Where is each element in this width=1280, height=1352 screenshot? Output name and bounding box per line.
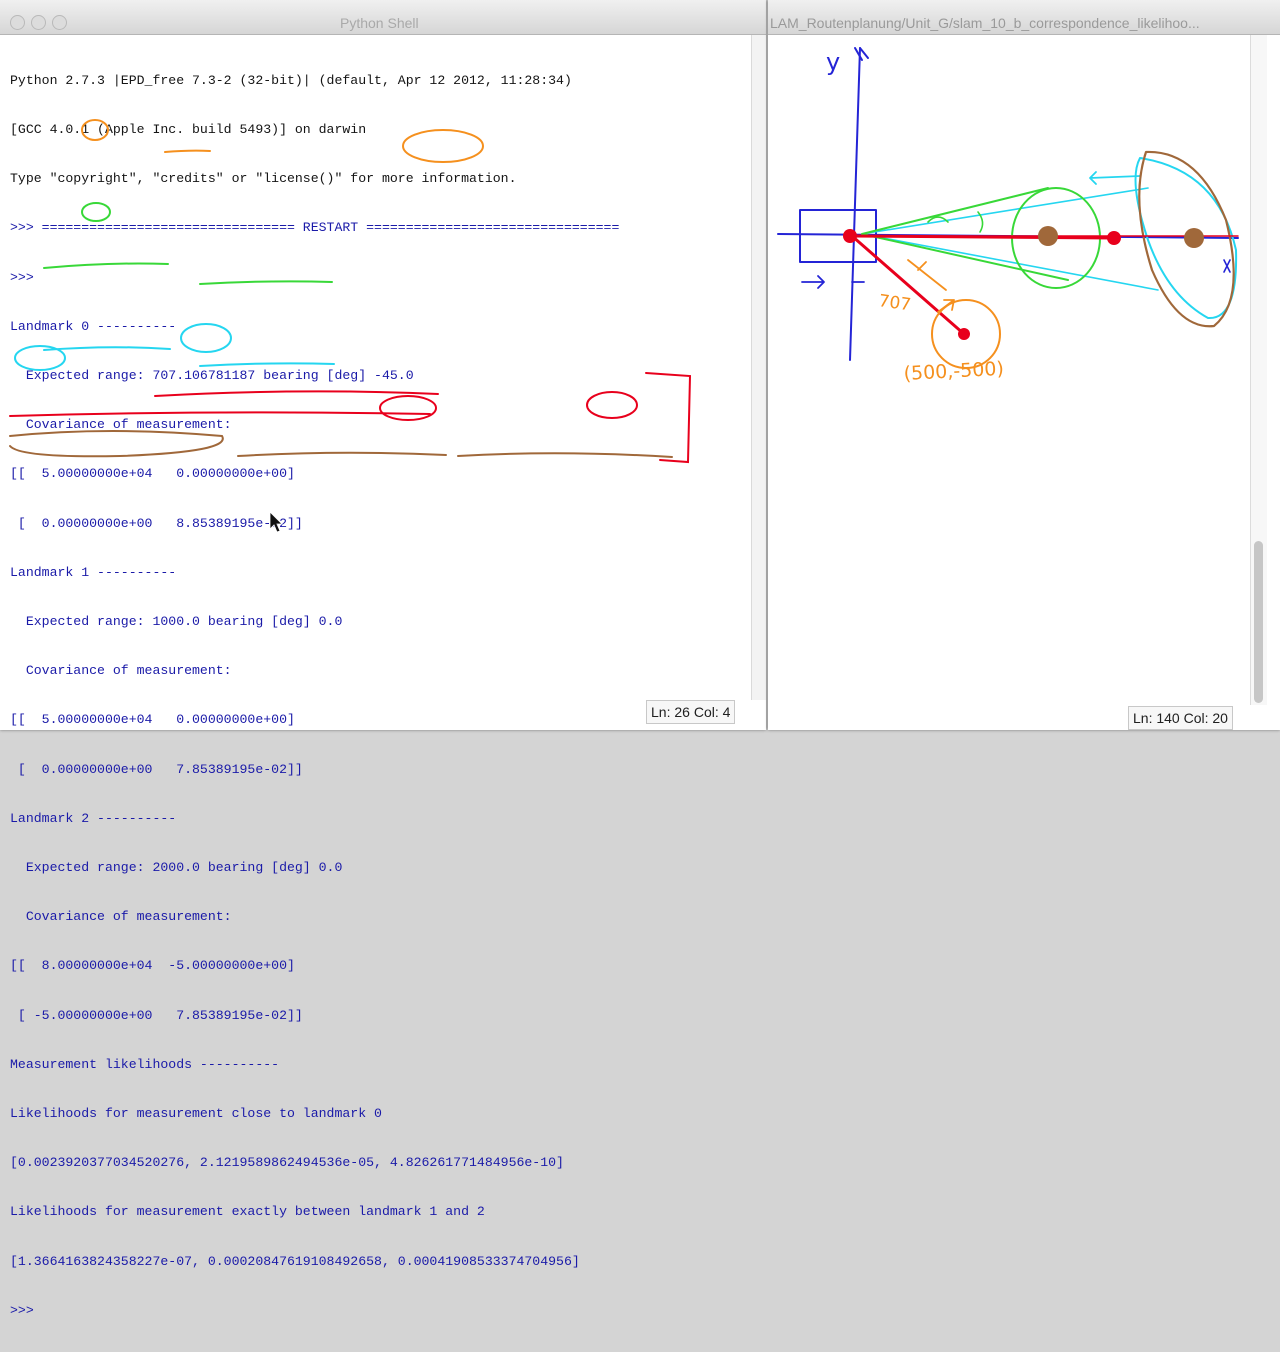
annotation-circle (402, 129, 484, 163)
annotation-underline (43, 262, 169, 269)
annotation-circle (81, 202, 111, 222)
annotation-circle (81, 119, 109, 141)
status-bar: Ln: 26 Col: 4 (646, 700, 736, 724)
console-line: Type "copyright", "credits" or "license(… (10, 171, 517, 187)
console-line: Expected range: 707.106781187 bearing [d… (10, 368, 414, 384)
zoom-button[interactable] (52, 15, 67, 30)
landmark-dot (958, 328, 970, 340)
cone-lines-green (861, 187, 1069, 281)
minimize-button[interactable] (31, 15, 46, 30)
arrow-icon (937, 299, 955, 313)
python-shell-window: Python Shell Python 2.7.3 |EPD_free 7.3-… (0, 0, 766, 1318)
console-line: Landmark 0 ---------- (10, 318, 177, 334)
console-line: >>> (10, 269, 42, 285)
range-label: 707 (877, 291, 912, 315)
annotation-underline (237, 451, 447, 457)
annotation-underline (9, 411, 431, 417)
annotation-underline (43, 346, 171, 351)
prompt-line: >>> (10, 1302, 42, 1318)
annotation-circle (180, 323, 232, 353)
annotation-circle (379, 395, 437, 421)
console-line: [ -5.00000000e+00 7.85389195e-02]] (10, 1007, 303, 1023)
column-number: Col: 20 (1183, 710, 1228, 726)
title-bar: LAM_Routenplanung/Unit_G/slam_10_b_corre… (768, 0, 1280, 35)
console-line: [GCC 4.0.1 (Apple Inc. build 5493)] on d… (10, 122, 367, 138)
console-line: Likelihoods for measurement exactly betw… (10, 1204, 485, 1220)
window-title: LAM_Routenplanung/Unit_G/slam_10_b_corre… (770, 15, 1200, 31)
annotation-underline (154, 390, 439, 397)
line-number: Ln: 140 (1133, 710, 1180, 726)
pen-annotations-left (9, 119, 692, 533)
point-label: (500,-500) (903, 358, 1004, 385)
distance-marker (907, 259, 947, 291)
annotation-underline (164, 149, 211, 153)
y-axis-label: y (826, 48, 840, 76)
hand-sketch: y 707 (500,-500) (777, 47, 1239, 385)
console-line: Covariance of measurement: (10, 663, 232, 679)
close-button[interactable] (10, 15, 25, 30)
console-line: Measurement likelihoods ---------- (10, 1056, 280, 1072)
console-line: [[ 8.00000000e+04 -5.00000000e+00] (10, 958, 295, 974)
console-line: [[ 5.00000000e+04 0.00000000e+00] (10, 712, 295, 728)
annotation-underline (199, 362, 335, 367)
robot-position-dot (843, 229, 857, 243)
console-line: Expected range: 2000.0 bearing [deg] 0.0 (10, 860, 343, 876)
diagonal-line-red (850, 234, 966, 336)
shell-scrollbar[interactable] (751, 35, 766, 700)
console-line: Expected range: 1000.0 bearing [deg] 0.0 (10, 614, 343, 630)
editor-scrollbar[interactable] (1250, 35, 1267, 705)
mouse-cursor-icon (269, 511, 283, 533)
uncertainty-circle-orange (931, 299, 1001, 369)
landmark-dot (1038, 226, 1058, 246)
annotation-bracket (645, 372, 692, 464)
annotation-circle (9, 430, 224, 458)
annotation-underline (199, 280, 333, 285)
width-marker (801, 275, 865, 289)
uncertainty-ellipse-brown (1138, 150, 1235, 328)
scrollbar-thumb[interactable] (1254, 541, 1263, 703)
cross-mark-icon (1223, 259, 1231, 273)
console-line: Python 2.7.3 |EPD_free 7.3-2 (32-bit)| (… (10, 72, 572, 88)
line-number: Ln: 26 (651, 704, 690, 720)
console-line: [ 0.00000000e+00 7.85389195e-02]] (10, 761, 303, 777)
console-line: Landmark 2 ---------- (10, 810, 177, 826)
editor-window: LAM_Routenplanung/Unit_G/slam_10_b_corre… (768, 0, 1280, 730)
console-line: Landmark 1 ---------- (10, 564, 177, 580)
console-line: [[ 5.00000000e+04 0.00000000e+00] (10, 466, 295, 482)
console-line: [0.0023920377034520276, 2.12195898624945… (10, 1155, 564, 1171)
arrow-icon (1089, 171, 1141, 185)
annotation-circle (586, 391, 638, 419)
window-title: Python Shell (340, 15, 419, 31)
annotation-underline (457, 452, 673, 458)
console-line: Covariance of measurement: (10, 417, 232, 433)
angle-arc (927, 211, 984, 233)
annotation-circle (14, 345, 66, 371)
console-line: >>> ================================ RES… (10, 220, 620, 236)
y-axis-line (849, 47, 861, 361)
console-line: Covariance of measurement: (10, 909, 232, 925)
title-bar: Python Shell (0, 0, 766, 35)
measurement-dot (1107, 231, 1121, 245)
column-number: Col: 4 (693, 704, 731, 720)
landmark-dot (1184, 228, 1204, 248)
console-line: [1.3664163824358227e-07, 0.0002084761910… (10, 1253, 580, 1269)
status-bar: Ln: 140 Col: 20 (1128, 706, 1233, 730)
cone-lines-cyan (861, 187, 1159, 291)
y-axis-arrow-icon (854, 47, 869, 61)
console-line: Likelihoods for measurement close to lan… (10, 1106, 382, 1122)
